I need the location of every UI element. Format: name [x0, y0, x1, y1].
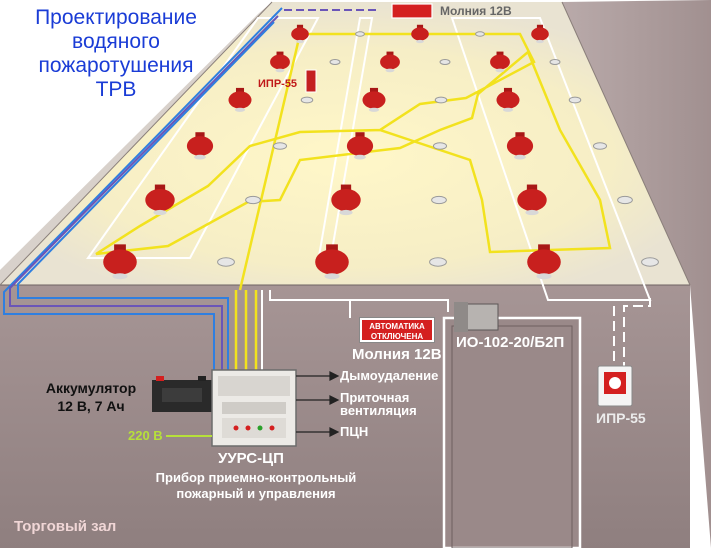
- title-line: пожаротушения: [38, 54, 194, 77]
- smoke-detector: [641, 257, 659, 267]
- smoke-detector: [617, 195, 633, 205]
- sprinkler-module: [517, 184, 547, 216]
- device-name: УУРС-ЦП: [218, 450, 284, 467]
- sign-line: ОТКЛЮЧЕНА: [370, 332, 424, 341]
- smoke-detector: [432, 142, 448, 150]
- vent-line: Приточная: [340, 390, 410, 405]
- sprinkler-module: [103, 244, 137, 280]
- smoke-detector: [568, 96, 582, 104]
- output-smoke-removal: Дымоудаление: [340, 368, 439, 383]
- sprinkler-module: [186, 132, 214, 160]
- label-ipr-right: ИПР-55: [596, 410, 646, 426]
- sprinkler-module: [380, 51, 400, 73]
- main-door[interactable]: [442, 316, 582, 548]
- sprinkler-module: [496, 87, 520, 112]
- top-siren: [391, 3, 433, 19]
- label-voltage: 220 В: [128, 428, 163, 443]
- label-molniya-top: Молния 12В: [440, 4, 512, 18]
- sprinkler-module: [145, 184, 175, 216]
- vent-line: вентиляция: [340, 403, 417, 418]
- sprinkler-module: [411, 24, 429, 44]
- battery: [152, 376, 212, 412]
- smoke-detector: [355, 31, 365, 37]
- device-description: Прибор приемно-контрольный пожарный и уп…: [148, 470, 364, 502]
- smoke-detector: [592, 142, 608, 150]
- ipr-left-device: [305, 69, 317, 93]
- ceiling: [0, 2, 690, 285]
- smoke-detector: [300, 96, 314, 104]
- sprinkler-array: [103, 24, 659, 280]
- smoke-detector: [272, 142, 288, 150]
- label-battery: Аккумулятор 12 В, 7 Ач: [32, 379, 150, 415]
- smoke-detector: [217, 257, 235, 267]
- sprinkler-module: [291, 24, 309, 44]
- smoke-detector: [439, 59, 451, 65]
- sprinkler-module: [228, 87, 252, 112]
- title-line: водяного: [72, 30, 160, 53]
- title-line: ТРВ: [95, 78, 137, 101]
- sprinkler-module: [506, 132, 534, 160]
- sprinkler-module: [527, 244, 561, 280]
- sprinkler-module: [270, 51, 290, 73]
- automatic-disabled-sign: АВТОМАТИКА ОТКЛЮЧЕНА: [359, 317, 435, 343]
- zone-label: Торговый зал: [14, 518, 117, 535]
- sprinkler-module: [362, 87, 386, 112]
- output-arrows: [296, 371, 340, 437]
- sign-line: АВТОМАТИКА: [369, 322, 425, 331]
- sprinkler-module: [531, 24, 549, 44]
- desc-line: Прибор приемно-контрольный: [155, 470, 357, 485]
- output-pcn: ПЦН: [340, 424, 369, 439]
- output-ventilation: Приточная вентиляция: [340, 391, 417, 417]
- control-unit: [211, 369, 297, 447]
- smoke-detector: [431, 195, 447, 205]
- diagram-title: Проектирование водяного пожаротушения ТР…: [6, 6, 226, 102]
- sprinkler-module: [490, 51, 510, 73]
- battery-line: 12 В, 7 Ач: [57, 398, 125, 414]
- smoke-detector: [329, 59, 341, 65]
- right-wall: [562, 0, 711, 548]
- sprinkler-module: [331, 184, 361, 216]
- smoke-detector: [429, 257, 447, 267]
- battery-line: Аккумулятор: [45, 380, 137, 396]
- smoke-detector: [245, 195, 261, 205]
- smoke-detector: [434, 96, 448, 104]
- sprinkler-module: [315, 244, 349, 280]
- ipr-right-device: [597, 365, 633, 407]
- smoke-detector: [549, 59, 561, 65]
- smoke-detector: [475, 31, 485, 37]
- label-molniya-main: Молния 12В: [352, 346, 442, 363]
- sprinkler-module: [346, 132, 374, 160]
- cable-runs: [3, 7, 651, 372]
- desc-line: пожарный и управления: [176, 486, 336, 501]
- title-line: Проектирование: [35, 6, 197, 29]
- label-ipr-left: ИПР-55: [258, 78, 298, 90]
- label-io-detector: ИО-102-20/Б2П: [456, 334, 565, 351]
